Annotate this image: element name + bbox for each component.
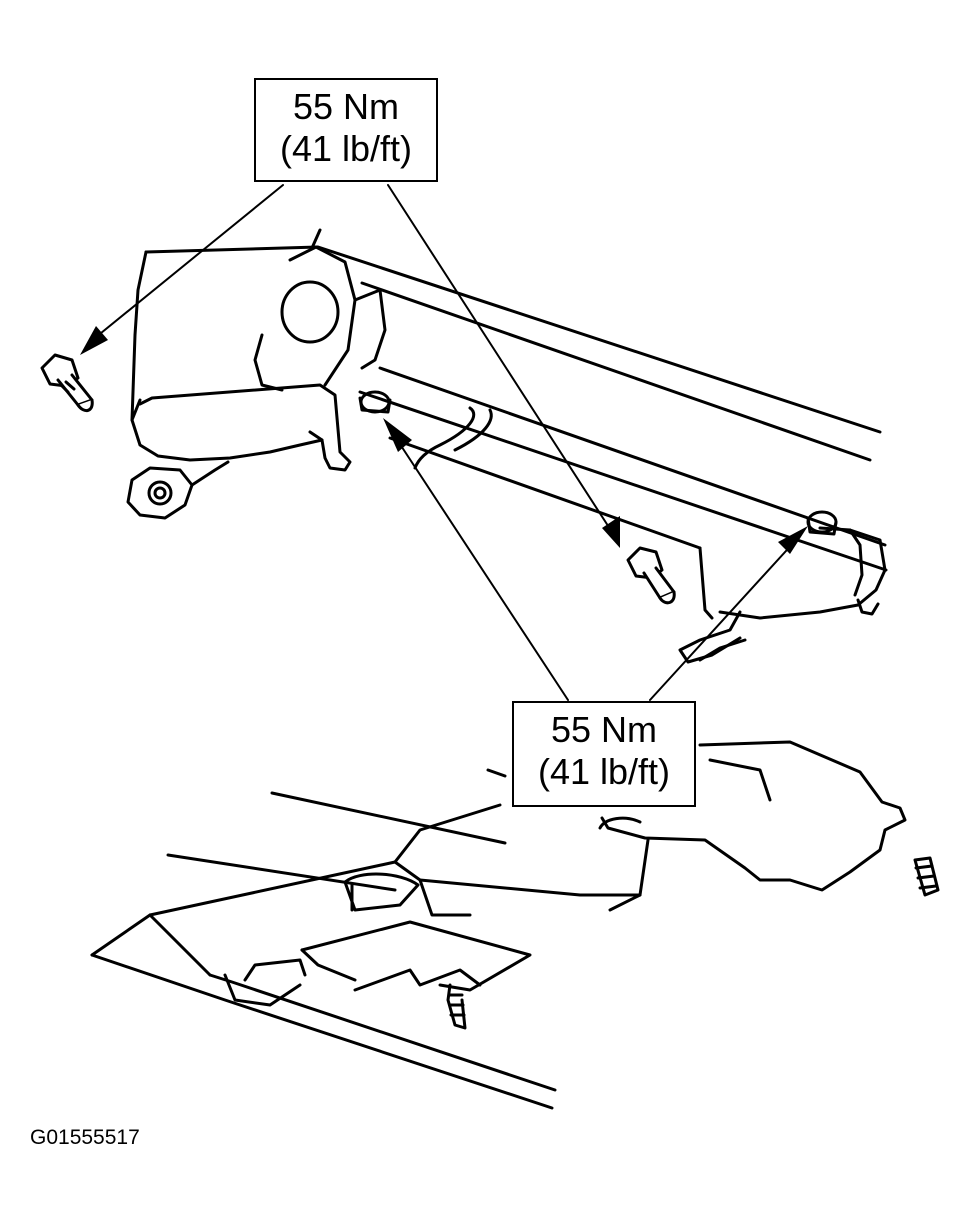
figure-code: G01555517 xyxy=(30,1126,140,1149)
leader-lines xyxy=(90,185,796,700)
torque-callout-lower: 55 Nm (41 lb/ft) xyxy=(512,701,696,807)
arrowheads xyxy=(80,326,808,554)
torque-nm-label: 55 Nm xyxy=(292,86,400,127)
lower-floor-pan xyxy=(92,742,938,1108)
torque-lbft-label: (41 lb/ft) xyxy=(279,128,413,169)
torque-callout-upper: 55 Nm (41 lb/ft) xyxy=(254,78,438,182)
torque-nm-label: 55 Nm xyxy=(550,709,658,750)
bolt-right xyxy=(628,548,674,603)
torque-lbft-label: (41 lb/ft) xyxy=(537,751,671,792)
upper-crossmember xyxy=(128,230,886,662)
bolt-left xyxy=(42,355,92,411)
